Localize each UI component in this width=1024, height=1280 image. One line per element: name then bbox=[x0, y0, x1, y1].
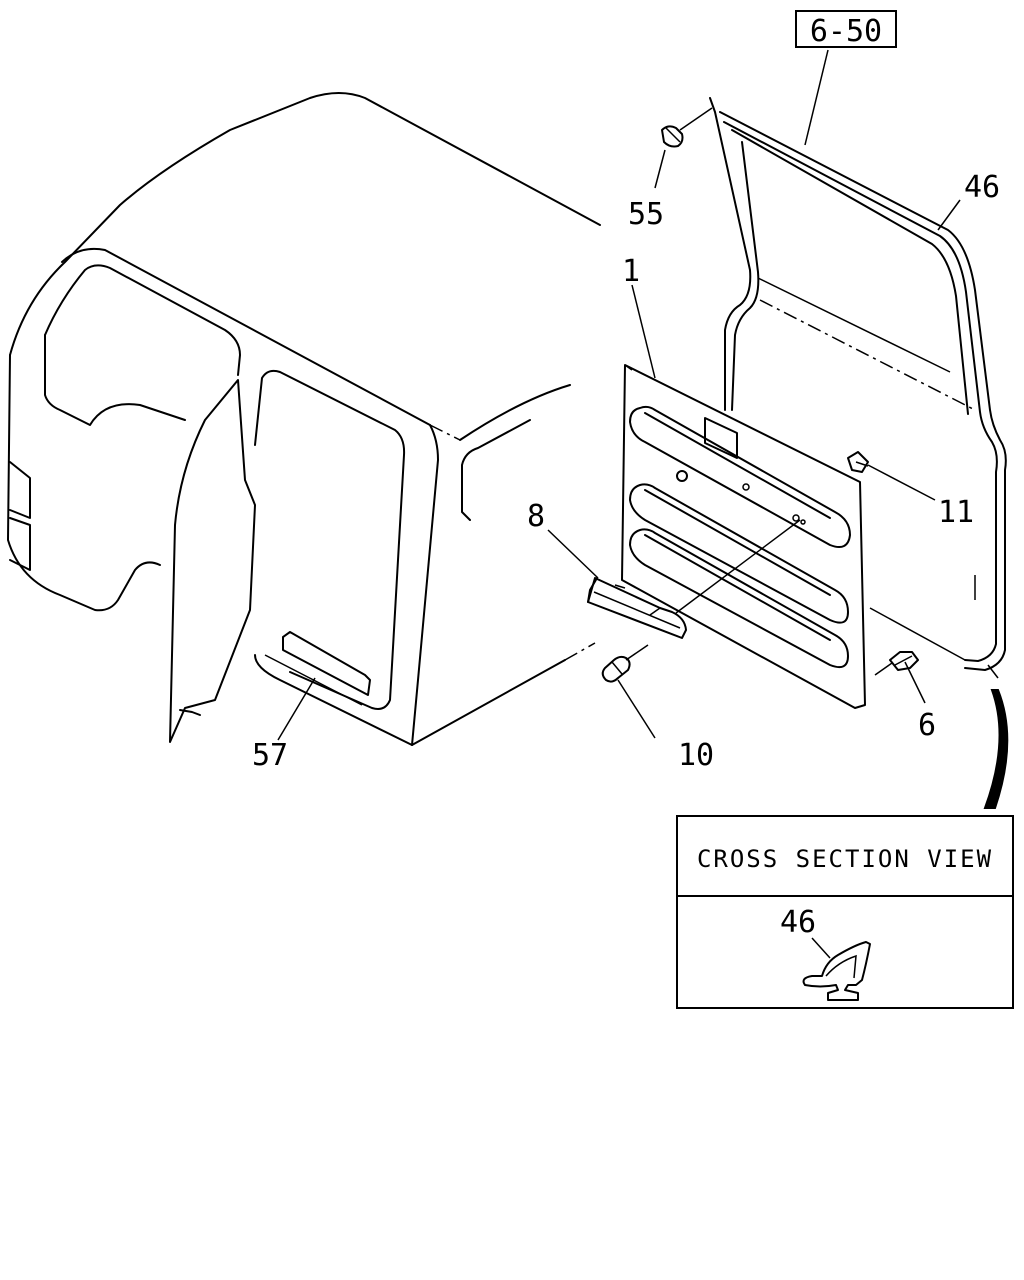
callout-57: 57 bbox=[252, 738, 288, 773]
callout-8: 8 bbox=[527, 499, 545, 534]
pull-handle bbox=[587, 519, 801, 639]
callout-11: 11 bbox=[938, 495, 974, 530]
ref-box bbox=[795, 10, 897, 48]
callout-ref: 6-50 bbox=[810, 14, 882, 49]
callout-10: 10 bbox=[678, 738, 714, 773]
leader-lines bbox=[277, 49, 961, 741]
clip-11-icon bbox=[847, 451, 869, 473]
screw-10-icon bbox=[601, 655, 631, 683]
seal-profile-icon bbox=[802, 941, 871, 1001]
cab-body bbox=[7, 92, 601, 746]
door-seal bbox=[709, 97, 1007, 679]
callout-55: 55 bbox=[628, 197, 664, 232]
cross-section-callout: 46 bbox=[780, 905, 816, 940]
cross-section-box: CROSS SECTION VIEW 46 bbox=[676, 815, 1014, 1009]
grommet-6-icon bbox=[889, 651, 919, 671]
cross-section-title: CROSS SECTION VIEW bbox=[697, 845, 993, 873]
section-pointer bbox=[983, 689, 1009, 809]
trim-panel bbox=[621, 364, 866, 709]
callout-6: 6 bbox=[918, 708, 936, 743]
callout-46: 46 bbox=[964, 170, 1000, 205]
clip-55-icon bbox=[661, 125, 684, 148]
callout-1: 1 bbox=[622, 254, 640, 289]
